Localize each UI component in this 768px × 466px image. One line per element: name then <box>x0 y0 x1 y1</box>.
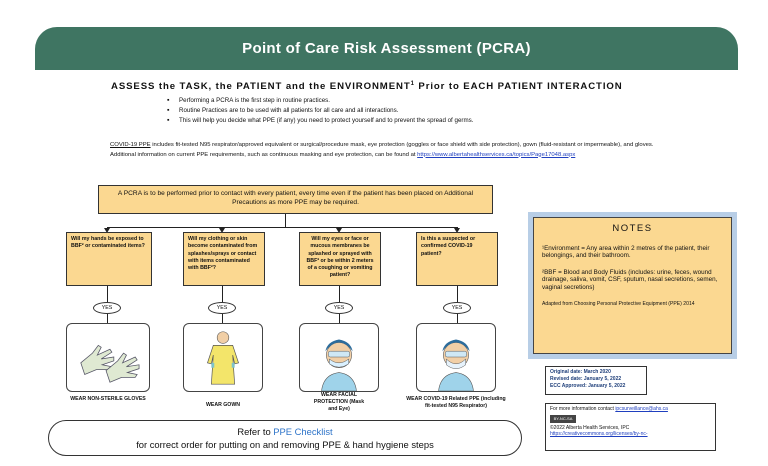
connector-line <box>222 286 223 302</box>
note-environment: ¹Environment = Any area within 2 metres … <box>542 244 710 260</box>
ppe-description: COVID-19 PPE includes fit-tested N95 res… <box>110 142 654 158</box>
connector-line <box>107 286 108 302</box>
date-info: Original date: March 2020 Revised date: … <box>545 366 647 395</box>
covid-ppe-label: COVID-19 PPE <box>110 142 151 148</box>
wear-gown-label: WEAR GOWN <box>205 402 240 408</box>
pcra-instruction-box: A PCRA is to be performed prior to conta… <box>98 185 493 214</box>
assess-heading: ASSESS the TASK, the PATIENT and the ENV… <box>111 81 623 93</box>
question-eyes-face: Will my eyes or face or mucous membranes… <box>299 232 381 286</box>
license-info: For more information contact ipcsurveill… <box>545 403 716 451</box>
arrow-down-icon <box>219 228 225 233</box>
arrow-down-icon <box>336 228 342 233</box>
note-adapted: Adapted from Choosing Personal Protectiv… <box>542 300 695 307</box>
yes-label: YES <box>93 302 121 314</box>
page-title: Point of Care Risk Assessment (PCRA) <box>242 40 531 57</box>
question-clothing: Will my clothing or skin become contamin… <box>183 232 265 286</box>
question-covid: Is this a suspected or confirmed COVID-1… <box>416 232 498 286</box>
gloves-icon <box>66 323 150 392</box>
header-banner: Point of Care Risk Assessment (PCRA) <box>35 27 738 70</box>
connector-line <box>457 286 458 302</box>
yes-label: YES <box>325 302 353 314</box>
bullet-item: Routine Practices are to be used with al… <box>167 106 473 116</box>
intro-bullets: Performing a PCRA is the first step in r… <box>167 96 473 126</box>
note-bbf: ²BBF = Blood and Body Fluids (includes: … <box>542 268 718 291</box>
contact-email-link[interactable]: ipcsurveillance@ahs.ca <box>615 406 668 412</box>
creative-commons-badge-icon: BY-NC-SA <box>550 414 576 423</box>
yes-label: YES <box>208 302 236 314</box>
notes-panel: NOTES ¹Environment = Any area within 2 m… <box>528 212 737 359</box>
ppe-checklist-reference: Refer to PPE Checklist for correct order… <box>48 420 522 456</box>
gown-icon <box>183 323 263 392</box>
wear-facial-protection-label: WEAR FACIAL PROTECTION (Mask and Eye) <box>313 392 365 412</box>
license-link[interactable]: https://creativecommons.org/licenses/by-… <box>550 431 648 438</box>
question-hands: Will my hands be exposed to BBF² or cont… <box>66 232 152 286</box>
bullet-item: This will help you decide what PPE (if a… <box>167 116 473 126</box>
wear-covid-ppe-label: WEAR COVID-19 Related PPE (including fit… <box>406 396 506 409</box>
connector-line <box>107 227 457 228</box>
covid-ppe-icon <box>416 323 496 392</box>
yes-label: YES <box>443 302 471 314</box>
connector-line <box>339 286 340 302</box>
notes-title: NOTES <box>612 223 653 234</box>
ahs-topic-link[interactable]: https://www.albertahealthservices.ca/top… <box>417 151 576 158</box>
ppe-checklist-link[interactable]: PPE Checklist <box>273 426 333 437</box>
connector-line <box>107 314 108 323</box>
bullet-item: Performing a PCRA is the first step in r… <box>167 96 473 106</box>
connector-line <box>339 314 340 323</box>
connector-line <box>222 314 223 323</box>
connector-line <box>285 214 286 227</box>
facial-protection-icon <box>299 323 379 392</box>
arrow-down-icon <box>104 228 110 233</box>
arrow-down-icon <box>454 228 460 233</box>
wear-gloves-label: WEAR NON-STERILE GLOVES <box>70 396 146 402</box>
connector-line <box>457 314 458 323</box>
